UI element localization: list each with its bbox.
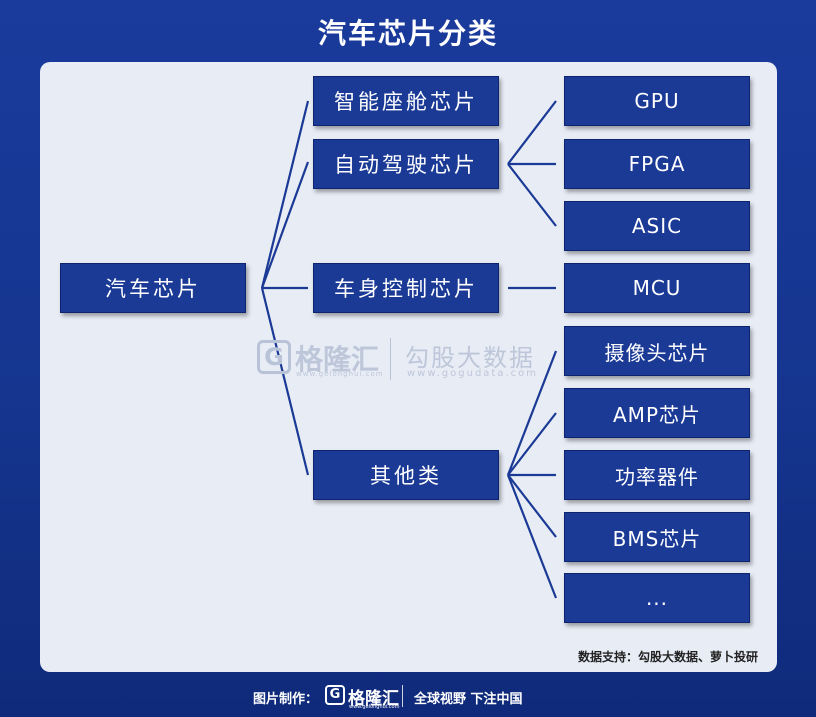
footer-label: 图片制作： xyxy=(253,692,319,707)
footer-brand: 格隆汇 xyxy=(348,689,399,709)
category-body-control: 车身控制芯片 xyxy=(313,263,499,313)
watermark-brand: 格隆汇 xyxy=(295,343,380,376)
edge-others-amp xyxy=(507,412,557,476)
watermark-divider xyxy=(390,338,391,380)
category-others: 其他类 xyxy=(313,450,499,500)
page-title: 汽车芯片分类 xyxy=(317,17,498,50)
watermark-data-brand: 勾股大数据 xyxy=(405,344,535,372)
leaf-camera-chip: 摄像头芯片 xyxy=(564,326,750,376)
edge-others-camera xyxy=(506,350,558,476)
data-source: 数据支持：勾股大数据、萝卜投研 xyxy=(577,650,758,664)
leaf-gpu: GPU xyxy=(564,76,750,126)
leaf-mcu: MCU xyxy=(564,263,750,313)
category-autonomous-driving: 自动驾驶芯片 xyxy=(313,139,499,189)
watermark-data-url: www.gogudata.com xyxy=(407,368,539,379)
edge-root-cockpit xyxy=(260,100,310,289)
leaf-asic: ASIC xyxy=(564,201,750,251)
category-smart-cockpit: 智能座舱芯片 xyxy=(313,76,499,126)
footer-brand-url: www.gelonghui.com xyxy=(349,704,400,710)
footer-logo-icon: G xyxy=(325,685,345,705)
root-node: 汽车芯片 xyxy=(60,263,246,313)
leaf-power-device: 功率器件 xyxy=(564,450,750,500)
leaf-amp-chip: AMP芯片 xyxy=(564,388,750,438)
edge-root-others xyxy=(260,287,310,476)
edge-others-more xyxy=(506,474,558,599)
footer: 图片制作： G 格隆汇 www.gelonghui.com 全球视野 下注中国 xyxy=(0,682,816,712)
watermark-brand-url: www.gelonghui.com xyxy=(296,370,384,378)
edge-root-autonomous xyxy=(260,161,310,289)
edge-auto-asic xyxy=(507,163,557,227)
edge-auto-gpu xyxy=(507,100,557,165)
leaf-more: ... xyxy=(564,573,750,623)
watermark-logo-icon: G xyxy=(257,340,291,374)
leaf-fpga: FPGA xyxy=(564,139,750,189)
footer-divider xyxy=(402,685,403,707)
footer-slogan: 全球视野 下注中国 xyxy=(414,692,523,707)
edge-others-bms xyxy=(507,474,557,538)
leaf-bms-chip: BMS芯片 xyxy=(564,512,750,562)
